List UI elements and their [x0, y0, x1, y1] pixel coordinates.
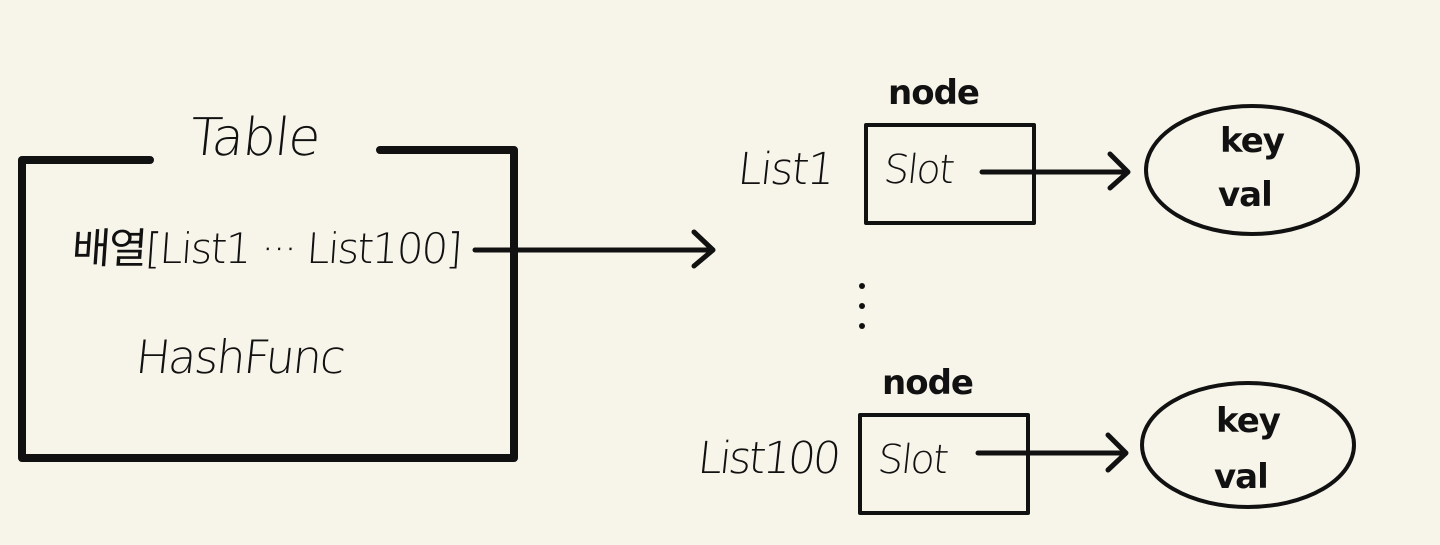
list100-slot-label: Slot	[875, 437, 950, 483]
list100-label: List100	[695, 433, 841, 484]
list100-node-box	[858, 413, 1030, 515]
array-label: 배열[List1 ··· List100]	[70, 224, 463, 273]
list1-val-label: val	[1218, 175, 1273, 215]
slot1-arrow-head	[1107, 151, 1131, 191]
list100-val-label: val	[1214, 457, 1269, 497]
table-title: Table	[186, 108, 323, 168]
entry2-ellipse	[1140, 381, 1356, 509]
array-arrow-head	[691, 229, 716, 269]
list1-node-label: node	[888, 73, 980, 113]
table-box	[18, 146, 518, 462]
hashfunc-label: HashFunc	[133, 330, 347, 384]
slot2-arrow-head	[1105, 432, 1129, 473]
list1-slot-label: Slot	[881, 147, 956, 193]
list1-key-label: key	[1220, 121, 1285, 161]
list100-key-label: key	[1216, 401, 1281, 441]
list1-label: List1	[735, 144, 836, 195]
vertical-ellipsis-icon	[859, 283, 865, 329]
list100-node-label: node	[882, 363, 974, 403]
entry1-ellipse	[1144, 104, 1360, 236]
